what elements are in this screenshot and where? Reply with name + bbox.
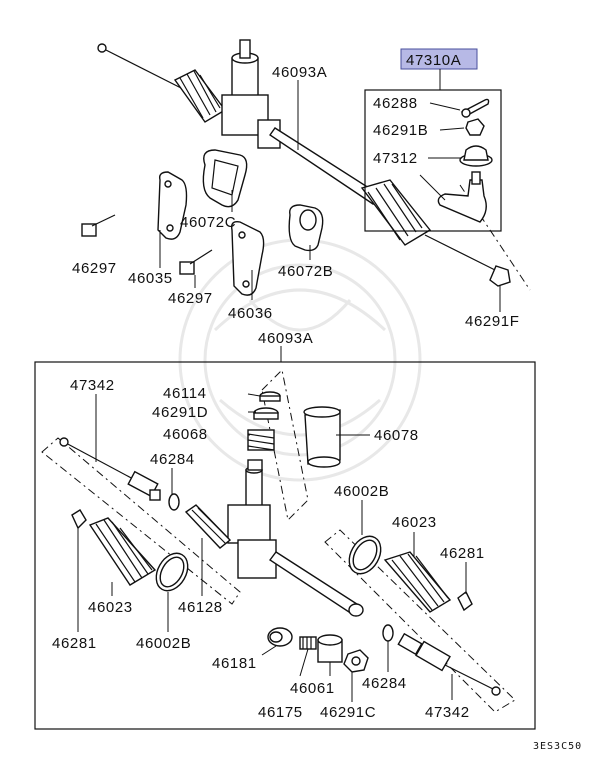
- label-46078[interactable]: 46078: [374, 427, 419, 444]
- band-right: [348, 535, 382, 575]
- left-inner-group-outline: [41, 437, 241, 605]
- band-clip-left: [71, 509, 87, 530]
- lower-right-boot: [383, 551, 452, 613]
- top-clamp-46072C: [202, 149, 248, 208]
- diagram-code: 3ES3C50: [533, 741, 582, 752]
- bolt-46297-right: [179, 249, 213, 275]
- bushing-46078: [303, 406, 341, 468]
- label-46128[interactable]: 46128: [178, 599, 223, 616]
- bolt-46297-left: [81, 214, 116, 237]
- leader-lines: [77, 80, 501, 702]
- label-46281-left[interactable]: 46281: [52, 635, 97, 652]
- top-right-boot: [360, 179, 432, 246]
- label-46072B[interactable]: 46072B: [278, 263, 333, 280]
- top-gear-housing: [221, 39, 281, 149]
- label-46002B-left[interactable]: 46002B: [136, 635, 191, 652]
- spring-46175: [299, 636, 317, 650]
- lower-left-boot: [88, 517, 157, 586]
- label-47312[interactable]: 47312: [373, 150, 418, 167]
- label-47310A[interactable]: 47310A: [406, 52, 461, 69]
- label-46023-right[interactable]: 46023: [392, 514, 437, 531]
- top-left-boot: [173, 69, 227, 123]
- label-46036[interactable]: 46036: [228, 305, 273, 322]
- label-46068[interactable]: 46068: [163, 426, 208, 443]
- label-46035[interactable]: 46035: [128, 270, 173, 287]
- lower-gear-housing: [227, 466, 364, 617]
- lock-washer-right: [382, 624, 394, 642]
- label-47342-right[interactable]: 47342: [425, 704, 470, 721]
- lower-exploded-frame: [34, 346, 536, 730]
- label-46291C[interactable]: 46291C: [320, 704, 376, 721]
- label-46061[interactable]: 46061: [290, 680, 335, 697]
- label-46291B[interactable]: 46291B: [373, 122, 428, 139]
- cap-46061: [317, 634, 343, 663]
- top-clamp-46035: [157, 171, 188, 240]
- valve-group-outline: [261, 368, 309, 522]
- label-46297-a[interactable]: 46297: [72, 260, 117, 277]
- spring-46068: [247, 429, 275, 451]
- part-46181: [267, 627, 293, 647]
- label-46023-left[interactable]: 46023: [88, 599, 133, 616]
- label-47342-left[interactable]: 47342: [70, 377, 115, 394]
- inner-rack-left: [59, 437, 161, 501]
- band-clip-right: [457, 590, 473, 612]
- label-46072C[interactable]: 46072C: [180, 214, 236, 231]
- top-clamp-46036: [230, 220, 265, 296]
- label-46114[interactable]: 46114: [163, 385, 207, 402]
- part-labels: 47310A 46288 46291B 47312 46093A 46072C …: [52, 52, 519, 721]
- label-46284-left[interactable]: 46284: [150, 451, 195, 468]
- band-left: [155, 552, 189, 592]
- label-46291D[interactable]: 46291D: [152, 404, 208, 421]
- label-46002B-right[interactable]: 46002B: [334, 483, 389, 500]
- label-46175[interactable]: 46175: [258, 704, 303, 721]
- nut-46291C: [343, 649, 369, 673]
- label-46093A-mid[interactable]: 46093A: [258, 330, 313, 347]
- top-bushing-46072B: [288, 204, 324, 252]
- label-46181[interactable]: 46181: [212, 655, 257, 672]
- top-rack-assembly: [97, 39, 531, 291]
- label-46281-right[interactable]: 46281: [440, 545, 485, 562]
- label-46093A-top[interactable]: 46093A: [272, 64, 327, 81]
- label-46288[interactable]: 46288: [373, 95, 418, 112]
- inner-rack-right: [397, 632, 501, 696]
- sleeve-46128: [184, 504, 232, 549]
- label-46297-b[interactable]: 46297: [168, 290, 213, 307]
- lock-washer-left: [168, 493, 180, 511]
- tie-rod-end-kit-box: [364, 48, 502, 232]
- label-46284-right[interactable]: 46284: [362, 675, 407, 692]
- label-46291F[interactable]: 46291F: [465, 313, 519, 330]
- valve-stack: [247, 391, 281, 471]
